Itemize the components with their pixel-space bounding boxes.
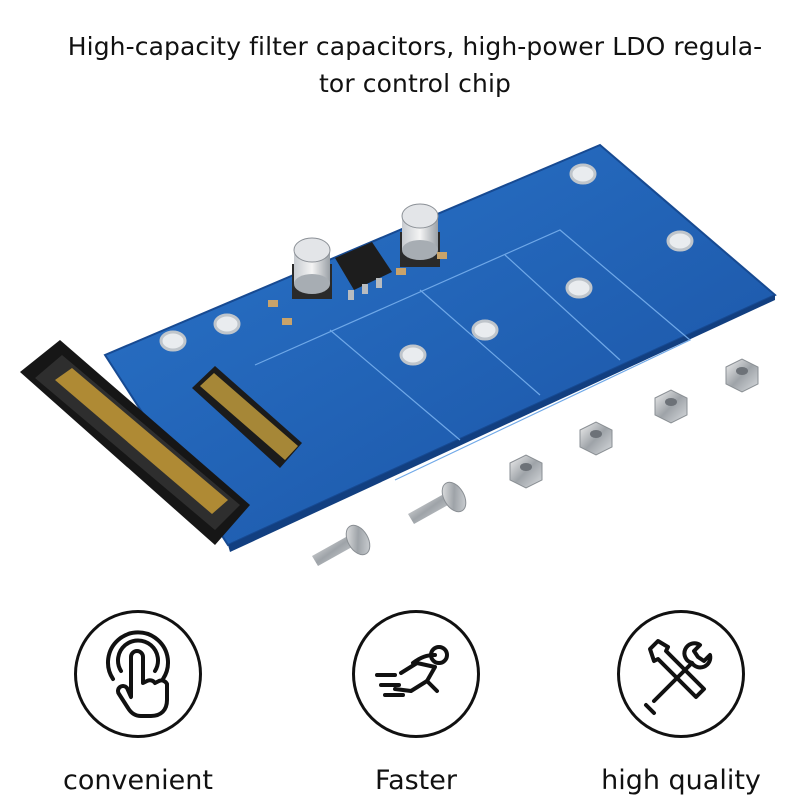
feature-label: high quality <box>601 765 761 796</box>
hex-nut <box>509 454 543 489</box>
sata-connector <box>20 340 250 545</box>
tools-screwdriver-wrench-icon <box>617 610 745 738</box>
touch-hand-icon <box>74 610 202 738</box>
filter-capacitor <box>292 237 332 299</box>
product-photo <box>20 143 777 566</box>
filter-capacitor <box>400 203 440 267</box>
adapter-board <box>20 143 777 552</box>
screw <box>408 481 467 524</box>
feature-convenient: convenient <box>18 604 258 810</box>
mounting-holes <box>159 163 694 366</box>
headline: High-capacity filter capacitors, high-po… <box>20 28 810 102</box>
feature-faster: Faster <box>296 604 536 810</box>
feature-high-quality: high quality <box>561 604 801 810</box>
feature-label: Faster <box>375 765 457 796</box>
m2-connector <box>192 366 302 468</box>
hex-nut <box>725 358 759 393</box>
headline-line-1: High-capacity filter capacitors, high-po… <box>67 32 763 61</box>
running-speed-icon <box>352 610 480 738</box>
ldo-regulator-chip <box>335 242 392 300</box>
feature-label: convenient <box>63 765 213 796</box>
hex-nut <box>579 421 613 456</box>
hex-nut <box>654 389 688 424</box>
headline-line-2: tor control chip <box>319 69 511 98</box>
screw <box>312 524 371 566</box>
